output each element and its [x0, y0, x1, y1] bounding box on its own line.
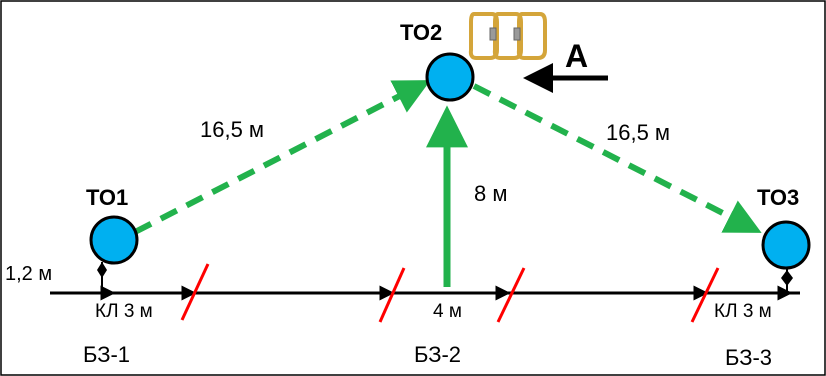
- label-bz2: БЗ-2: [414, 342, 461, 367]
- left-diagonal-arrow: [133, 80, 431, 235]
- red-slash-marks: [180, 263, 720, 323]
- label-direction-a: А: [565, 38, 588, 74]
- label-right-diagonal: 16,5 м: [606, 120, 670, 145]
- label-segment-left: КЛ 3 м: [95, 301, 153, 322]
- label-left-diagonal: 16,5 м: [200, 117, 264, 142]
- right-diagonal-arrow: [472, 83, 762, 233]
- label-bz1: БЗ-1: [83, 342, 130, 367]
- label-vertical: 8 м: [474, 181, 507, 206]
- label-to1: ТО1: [86, 185, 128, 210]
- label-segment-middle: 4 м: [433, 301, 462, 322]
- label-to3: ТО3: [757, 185, 799, 210]
- label-to2: ТО2: [400, 20, 442, 45]
- anchor-node-to1: [89, 215, 139, 265]
- label-height-left: 1,2 м: [5, 263, 52, 285]
- left-height-post: [97, 262, 107, 293]
- carabiner-icon: [468, 12, 547, 60]
- anchor-node-to2: [425, 52, 475, 102]
- label-bz3: БЗ-3: [725, 345, 772, 370]
- anchor-node-to3: [761, 220, 811, 270]
- label-segment-right: КЛ 3 м: [714, 301, 772, 322]
